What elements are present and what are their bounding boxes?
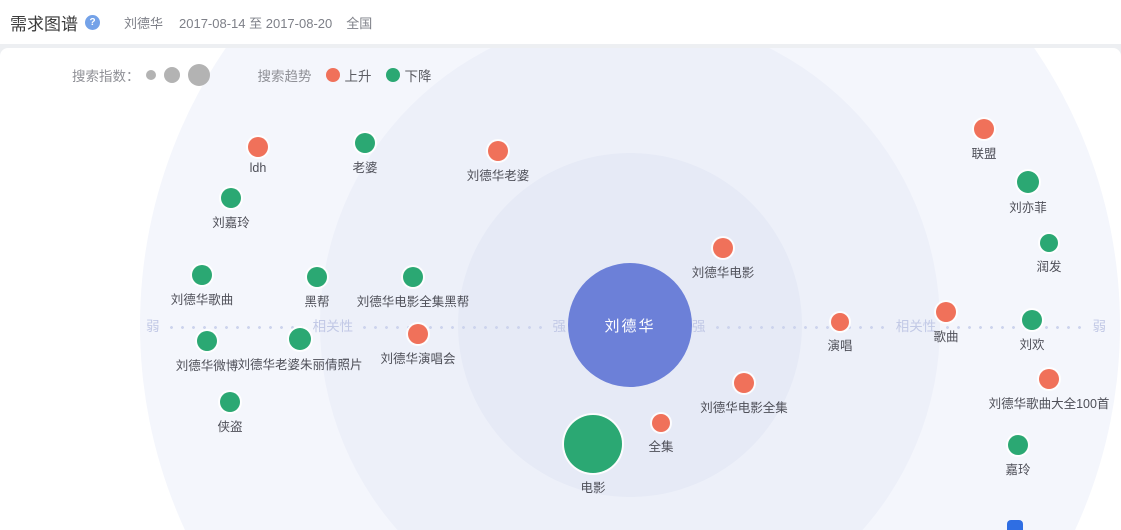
- page-title: 需求图谱: [10, 14, 78, 34]
- bubble-node[interactable]: [1040, 234, 1058, 252]
- size-dot-medium: [163, 67, 180, 83]
- keyword: 刘德华: [124, 15, 164, 31]
- bubble-node[interactable]: [734, 373, 754, 393]
- module-header: 需求图谱 ? 刘德华 2017-08-14 至 2017-08-20 全国: [0, 0, 1121, 44]
- bubble-node[interactable]: [831, 313, 849, 331]
- axis-dotted-line: [169, 325, 303, 329]
- bubble-node[interactable]: [1022, 310, 1042, 330]
- bubble-node[interactable]: [355, 133, 375, 153]
- axis-weak-label: 弱: [146, 319, 160, 334]
- region: 全国: [346, 15, 373, 31]
- bubble-node-label: 刘德华微博: [175, 359, 239, 373]
- axis-dotted-line: [715, 325, 886, 329]
- bubble-node-label: 歌曲: [933, 330, 959, 344]
- bubble-node[interactable]: [403, 267, 423, 287]
- relevance-axis-left: 弱 相关性 强: [146, 318, 566, 336]
- bubble-node-label: 刘亦菲: [1009, 201, 1047, 215]
- bubble-node[interactable]: [220, 392, 240, 412]
- bubble-node-label: 刘德华歌曲大全100首: [988, 397, 1110, 411]
- bubble-node[interactable]: [408, 324, 428, 344]
- bubble-node-label: 联盟: [971, 147, 997, 161]
- bubble-node-label: 老婆: [352, 161, 378, 175]
- bubble-node[interactable]: [289, 328, 311, 350]
- bubble-node[interactable]: [307, 267, 327, 287]
- bubble-node-label: 刘德华演唱会: [380, 352, 456, 366]
- bubble-node-label: 刘德华老婆朱丽倩照片: [237, 358, 363, 372]
- clipped-blue-button[interactable]: [1007, 520, 1023, 530]
- bubble-node[interactable]: [652, 414, 670, 432]
- center-node-label: 刘德华: [604, 317, 656, 335]
- center-node[interactable]: 刘德华: [568, 263, 692, 387]
- bubble-node[interactable]: [197, 331, 217, 351]
- bubble-node-label: 刘德华电影全集: [700, 401, 788, 415]
- date-range: 2017-08-14 至 2017-08-20: [179, 15, 333, 31]
- bubble-node[interactable]: [192, 265, 212, 285]
- bubble-node[interactable]: [713, 238, 733, 258]
- bubble-node-label: 电影: [580, 481, 606, 495]
- bubble-node-label: 演唱: [827, 339, 853, 353]
- bubble-node-label: 润发: [1036, 260, 1062, 274]
- bubble-node[interactable]: [488, 141, 508, 161]
- bubble-node-label: ldh: [249, 161, 267, 175]
- bubble-node[interactable]: [1017, 171, 1039, 193]
- bubble-node[interactable]: [248, 137, 268, 157]
- bubble-node-label: 嘉玲: [1005, 463, 1031, 477]
- search-trend-label: 搜索趋势: [257, 69, 312, 84]
- bubble-node-label: 刘嘉玲: [212, 216, 250, 230]
- trend-down-label: 下降: [404, 69, 432, 84]
- bubble-node-label: 刘德华电影全集黑帮: [356, 295, 470, 309]
- trend-down-dot: [385, 68, 400, 82]
- axis-dotted-line: [363, 325, 543, 329]
- size-dot-large: [187, 64, 210, 86]
- bubble-node[interactable]: [1039, 369, 1059, 389]
- bubble-node-label: 侠盗: [217, 420, 243, 434]
- axis-weak-label: 弱: [1092, 319, 1107, 334]
- bubble-node-label: 刘德华老婆: [466, 169, 530, 183]
- bubble-node[interactable]: [974, 119, 994, 139]
- bubble-node-label: 全集: [648, 440, 674, 454]
- legend: 搜索指数： 搜索趋势 上升 下降: [72, 63, 432, 87]
- axis-strong-label: 强: [552, 319, 567, 334]
- axis-relevance-label: 相关性: [312, 319, 354, 334]
- relevance-axis-right: 强 相关性 弱: [692, 318, 1106, 336]
- search-index-label: 搜索指数：: [72, 69, 140, 84]
- axis-relevance-label: 相关性: [895, 319, 937, 334]
- size-dot-small: [145, 70, 156, 80]
- bubble-node-label: 刘德华歌曲: [170, 293, 234, 307]
- bubble-node[interactable]: [936, 302, 956, 322]
- bubble-node[interactable]: [221, 188, 241, 208]
- trend-up-dot: [325, 68, 340, 82]
- bubble-node[interactable]: [1008, 435, 1028, 455]
- bubble-node-label: 刘德华电影: [691, 266, 755, 280]
- bubble-node-label: 刘欢: [1019, 338, 1045, 352]
- bubble-node[interactable]: [564, 415, 622, 473]
- bubble-node-label: 黑帮: [304, 295, 330, 309]
- help-icon[interactable]: ?: [85, 14, 100, 30]
- trend-up-label: 上升: [344, 69, 372, 84]
- axis-dotted-line: [946, 325, 1083, 329]
- axis-strong-label: 强: [692, 319, 706, 334]
